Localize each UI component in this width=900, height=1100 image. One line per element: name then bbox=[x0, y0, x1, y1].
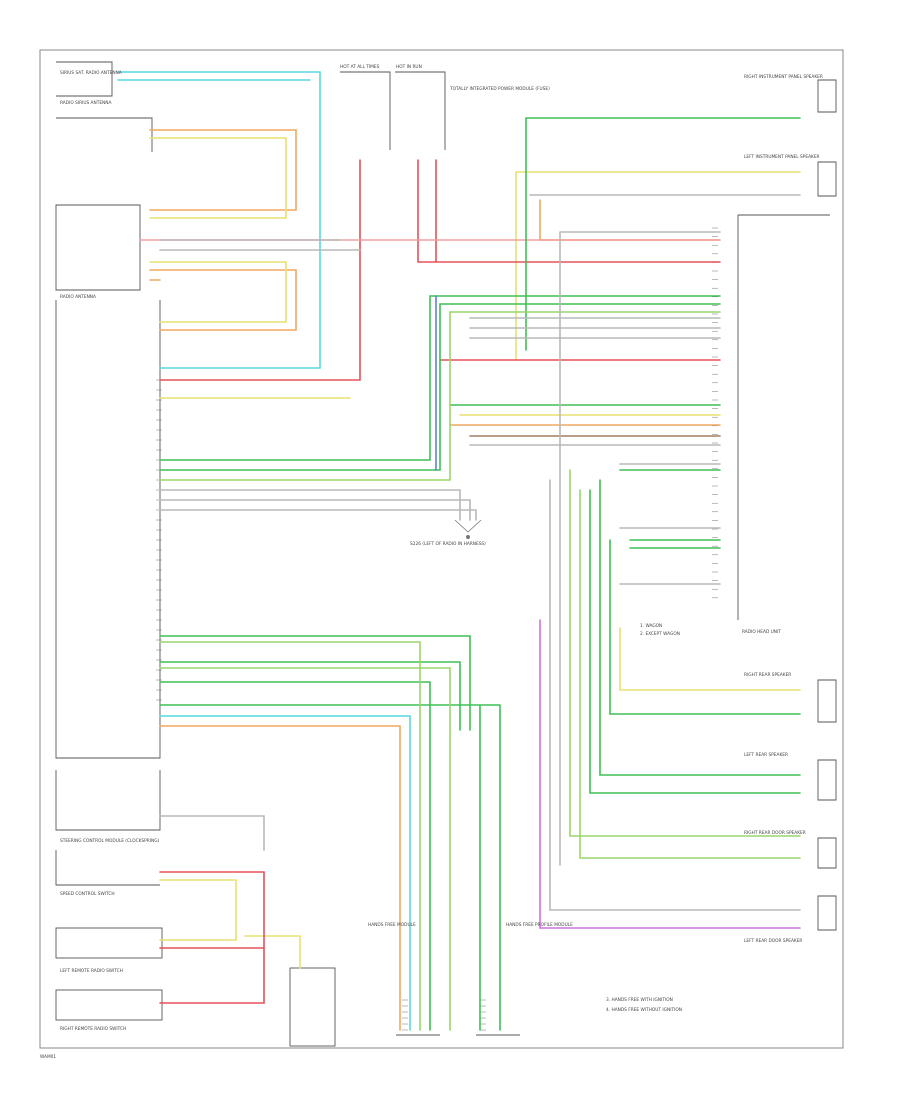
wire-green-6 bbox=[159, 661, 461, 731]
radio-right-unit-box bbox=[737, 214, 830, 620]
speed-control-box bbox=[55, 850, 160, 886]
label-radio-antenna: RADIO ANTENNA bbox=[60, 294, 96, 300]
label-speed-control-switch: SPEED CONTROL SWITCH bbox=[60, 891, 115, 897]
wire-orange-2 bbox=[149, 269, 297, 331]
wire-lgreen-1 bbox=[159, 641, 421, 1031]
steering-module-box bbox=[55, 770, 161, 831]
left-rear-speaker-box bbox=[817, 759, 837, 801]
wire-green-2 bbox=[159, 295, 721, 461]
splice-markers bbox=[454, 519, 482, 539]
splice-arrow bbox=[454, 519, 482, 533]
diagram-frame bbox=[39, 49, 844, 1049]
wire-lgreen-4 bbox=[579, 489, 801, 859]
wire-green-10 bbox=[589, 489, 801, 794]
connector-pins bbox=[156, 227, 718, 1031]
wire-lgreen-3 bbox=[569, 469, 801, 837]
wire-gray-2 bbox=[159, 239, 361, 251]
splice-dot bbox=[466, 535, 470, 539]
fuse-box bbox=[340, 71, 446, 150]
wire-cyan-3 bbox=[159, 715, 411, 1031]
wire-gray-1 bbox=[159, 489, 477, 521]
wire-yellow-2 bbox=[149, 261, 287, 323]
label-right-remote-radio-switch: RIGHT REMOTE RADIO SWITCH bbox=[60, 1026, 126, 1032]
right-remote-radio-box bbox=[55, 989, 163, 1021]
label-hands-free-module: HANDS FREE MODULE bbox=[368, 922, 416, 928]
wire-green-8 bbox=[159, 704, 501, 1031]
note-1: 1. WAGON bbox=[640, 623, 662, 629]
wire-yellow-6 bbox=[619, 627, 801, 691]
wire-gray-7 bbox=[159, 815, 265, 851]
wire-orange-6 bbox=[539, 199, 721, 241]
label-hot-at-all-times: HOT AT ALL TIMES bbox=[340, 64, 380, 70]
sirius-antenna-box bbox=[56, 61, 113, 97]
hands-free-small-box bbox=[289, 967, 336, 1047]
wires bbox=[117, 71, 801, 1031]
left-remote-radio-box bbox=[55, 927, 163, 959]
wire-cyan-1 bbox=[117, 71, 321, 369]
wire-green-7 bbox=[159, 681, 431, 1031]
wire-gray-5 bbox=[619, 463, 721, 585]
label-left-rear-door-speaker: LEFT REAR DOOR SPEAKER bbox=[744, 938, 802, 944]
label-steering-control-module: STEERING CONTROL MODULE (CLOCKSPRING) bbox=[60, 838, 160, 844]
wire-gray-3 bbox=[469, 317, 721, 339]
label-left-remote-radio-switch: LEFT REMOTE RADIO SWITCH bbox=[60, 968, 123, 974]
label-left-ip-speaker: LEFT INSTRUMENT PANEL SPEAKER bbox=[744, 154, 820, 160]
radio-head-unit-box bbox=[55, 300, 161, 759]
left-rear-door-speaker-box bbox=[817, 895, 837, 931]
right-rear-speaker-box bbox=[817, 679, 837, 723]
label-radio-head-unit: RADIO HEAD UNIT bbox=[742, 629, 781, 635]
note-4: 4. HANDS FREE WITHOUT IGNITION bbox=[606, 1007, 682, 1013]
label-right-ip-speaker: RIGHT INSTRUMENT PANEL SPEAKER bbox=[744, 74, 823, 80]
label-left-rear-speaker: LEFT REAR SPEAKER bbox=[744, 752, 788, 758]
label-right-rear-speaker: RIGHT REAR SPEAKER bbox=[744, 672, 791, 678]
label-hot-in-run: HOT IN RUN bbox=[396, 64, 422, 70]
wire-green-12 bbox=[619, 469, 721, 549]
label-right-rear-door-speaker: RIGHT REAR DOOR SPEAKER bbox=[744, 830, 806, 836]
radio-antenna-box bbox=[55, 204, 141, 291]
wire-lgreen-5 bbox=[159, 311, 721, 481]
wire-green-3 bbox=[159, 303, 721, 471]
label-sirius-antenna: SIRIUS SAT. RADIO ANTENNA bbox=[60, 70, 122, 76]
wire-orange-4 bbox=[159, 725, 401, 1031]
wire-red-5 bbox=[159, 871, 265, 1004]
wire-red-2 bbox=[417, 159, 721, 263]
wire-yellow-1 bbox=[149, 137, 287, 219]
wire-orange-1 bbox=[149, 129, 297, 211]
label-hands-free-profile-module: HANDS FREE PROFILE MODULE bbox=[506, 922, 573, 928]
wire-lgreen-2 bbox=[159, 667, 451, 1031]
wire-yellow-4 bbox=[515, 171, 801, 361]
wire-green-5 bbox=[159, 635, 471, 731]
label-splice: S226 (LEFT OF RADIO IN HARNESS) bbox=[410, 541, 486, 547]
right-ip-speaker-box bbox=[817, 79, 837, 113]
wire-green-9 bbox=[599, 479, 801, 776]
footer-code: WAM01 bbox=[40, 1054, 56, 1060]
label-radio-satellite: RADIO SIRIUS ANTENNA bbox=[60, 100, 111, 106]
wire-yellow-7 bbox=[244, 935, 301, 969]
wire-gray-4 bbox=[549, 231, 801, 911]
note-2: 2. EXCEPT WAGON bbox=[640, 631, 680, 637]
label-tipm: TOTALLY INTEGRATED POWER MODULE (FUSE) bbox=[449, 86, 550, 92]
component-boxes bbox=[55, 61, 837, 1047]
wire-green-11 bbox=[609, 539, 801, 715]
note-3: 3. HANDS FREE WITH IGNITION bbox=[606, 997, 673, 1003]
labels: SIRIUS SAT. RADIO ANTENNA RADIO SIRIUS A… bbox=[40, 64, 823, 1060]
wire-yellow-8 bbox=[159, 879, 237, 941]
left-ip-speaker-box bbox=[817, 161, 837, 197]
radio-satellite-box bbox=[56, 117, 153, 152]
right-rear-door-speaker-box bbox=[817, 837, 837, 869]
wire-red-1 bbox=[159, 159, 361, 381]
wire-green-1 bbox=[525, 117, 801, 351]
wire-violet-1 bbox=[539, 619, 801, 929]
